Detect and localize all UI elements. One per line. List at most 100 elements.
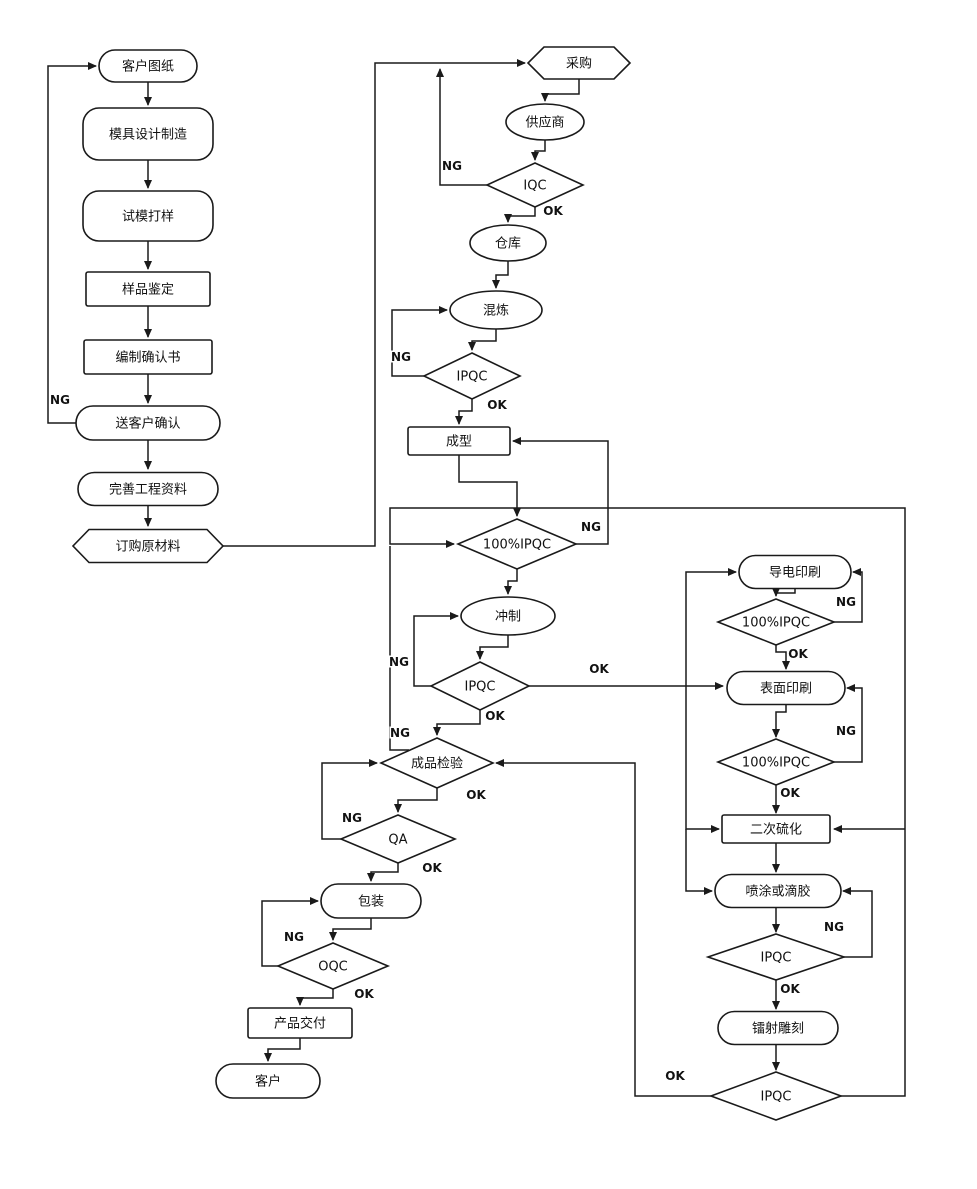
node-trial-mold-sampling: 试模打样	[82, 190, 214, 242]
node-conductive-printing: 导电印刷	[738, 554, 852, 590]
ipqc-100-surface-label: 100%IPQC	[742, 756, 810, 771]
mold-design-manufacture-shape	[82, 107, 214, 161]
iqc-shape	[485, 162, 585, 208]
spray-or-epoxy-coating-shape	[714, 873, 842, 909]
ipqc-laser-shape	[708, 1071, 844, 1121]
edge-ipqc-100-conductive-to-surface-printing	[775, 645, 790, 670]
edge-ipqc-punching-to-spray-or-epoxy-coating	[685, 829, 713, 895]
punching-label: 冲制	[495, 610, 521, 625]
edge-label-e7: NG	[50, 393, 70, 407]
edge-oqc-to-packaging	[261, 897, 319, 967]
ipqc-punching-shape	[429, 661, 531, 711]
edge-ipqc-punching-to-finished-product-inspection	[433, 710, 481, 736]
node-ipqc-100-molding: 100%IPQC	[455, 518, 579, 570]
edge-label-e30: OK	[788, 647, 808, 661]
conductive-printing-label: 导电印刷	[769, 566, 821, 581]
customer-drawing-shape	[98, 49, 198, 83]
edge-label-e24: OK	[589, 662, 609, 676]
edge-packaging-to-oqc	[329, 918, 372, 941]
ipqc-punching-label: IPQC	[465, 680, 496, 695]
edge-label-e19: NG	[581, 520, 601, 534]
node-prepare-confirmation-doc: 编制确认书	[83, 339, 213, 375]
ipqc-coating-label: IPQC	[761, 951, 792, 966]
edge-label-e32: NG	[836, 724, 856, 738]
mixing-label: 混炼	[483, 304, 509, 319]
edge-order-raw-materials-to-purchasing	[223, 59, 526, 547]
edge-ipqc-laser-to-ipqc-100-molding	[389, 507, 906, 1097]
edge-ipqc-mixing-to-mixing	[391, 306, 448, 377]
purchasing-label: 采购	[566, 56, 592, 72]
ipqc-mixing-shape	[422, 352, 522, 400]
ipqc-100-molding-shape	[455, 518, 579, 570]
edge-oqc-to-product-delivery	[296, 989, 334, 1006]
node-laser-engraving: 镭射雕刻	[717, 1010, 839, 1046]
complete-engineering-data-label: 完善工程资料	[109, 482, 187, 498]
supplier-shape	[505, 103, 585, 141]
customer-label: 客户	[255, 1074, 281, 1090]
edge-conductive-printing-to-ipqc-100-conductive	[772, 588, 796, 597]
spray-or-epoxy-coating-label: 喷涂或滴胶	[745, 884, 810, 900]
node-surface-printing: 表面印刷	[726, 670, 846, 706]
surface-printing-shape	[726, 670, 846, 706]
qa-check-label: QA	[388, 833, 407, 848]
ipqc-100-conductive-shape	[715, 598, 837, 646]
warehouse-shape	[469, 224, 547, 262]
customer-drawing-label: 客户图纸	[122, 59, 174, 75]
node-secondary-vulcanization: 二次硫化	[721, 814, 831, 844]
edge-surface-printing-to-ipqc-100-surface	[772, 705, 787, 738]
edge-send-customer-confirmation-to-customer-drawing	[47, 62, 97, 424]
edge-label-e23: OK	[485, 709, 505, 723]
edge-supplier-to-iqc	[531, 140, 546, 161]
node-ipqc-100-conductive: 100%IPQC	[715, 598, 837, 646]
node-complete-engineering-data: 完善工程资料	[77, 471, 219, 507]
send-customer-confirmation-label: 送客户确认	[115, 416, 180, 432]
oqc-label: OQC	[318, 960, 348, 975]
edge-label-e29: NG	[836, 595, 856, 609]
edge-product-delivery-to-customer	[264, 1038, 301, 1062]
edge-label-e42: NG	[390, 726, 410, 740]
edge-label-e36: NG	[824, 920, 844, 934]
finished-product-inspection-label: 成品检验	[411, 756, 463, 772]
edge-label-e16: NG	[391, 350, 411, 364]
node-mixing: 混炼	[449, 290, 543, 330]
edge-label-e48: OK	[354, 987, 374, 1001]
molding-shape	[407, 426, 511, 456]
nodes-layer: 客户图纸模具设计制造试模打样样品鉴定编制确认书送客户确认完善工程资料订购原材料采…	[71, 46, 852, 1121]
node-ipqc-coating: IPQC	[705, 933, 847, 981]
trial-mold-sampling-label: 试模打样	[122, 210, 174, 225]
edge-ipqc-punching-to-secondary-vulcanization	[685, 686, 720, 833]
complete-engineering-data-shape	[77, 471, 219, 507]
edge-ipqc-punching-to-conductive-printing	[685, 568, 737, 686]
mold-design-manufacture-label: 模具设计制造	[109, 128, 187, 143]
edge-label-e43: NG	[342, 811, 362, 825]
edge-ipqc-100-molding-to-molding	[512, 437, 609, 545]
node-ipqc-punching: IPQC	[429, 661, 531, 711]
node-customer-drawing: 客户图纸	[98, 49, 198, 83]
customer-shape	[215, 1063, 321, 1099]
edge-iqc-to-warehouse	[504, 207, 536, 223]
node-supplier: 供应商	[505, 103, 585, 141]
node-product-delivery: 产品交付	[247, 1007, 353, 1039]
edge-ipqc-laser-to-finished-product-inspection	[495, 759, 711, 1097]
edge-label-e13: OK	[543, 204, 563, 218]
product-delivery-shape	[247, 1007, 353, 1039]
oqc-shape	[275, 942, 391, 990]
edge-qa-check-to-packaging	[367, 863, 399, 882]
send-customer-confirmation-shape	[75, 405, 221, 441]
edge-iqc-to-purchasing	[436, 68, 487, 186]
trial-mold-sampling-shape	[82, 190, 214, 242]
packaging-shape	[320, 883, 422, 919]
mixing-shape	[449, 290, 543, 330]
ipqc-laser-label: IPQC	[761, 1090, 792, 1105]
edge-label-e33: OK	[780, 786, 800, 800]
prepare-confirmation-doc-label: 编制确认书	[115, 351, 180, 366]
node-finished-product-inspection: 成品检验	[379, 737, 495, 789]
edge-ipqc-100-conductive-to-conductive-printing	[834, 568, 863, 623]
edge-punching-to-ipqc-punching	[476, 635, 509, 660]
conductive-printing-shape	[738, 554, 852, 590]
edge-finished-product-inspection-to-qa-check	[394, 788, 438, 813]
surface-printing-label: 表面印刷	[760, 682, 812, 697]
laser-engraving-label: 镭射雕刻	[752, 1021, 804, 1037]
